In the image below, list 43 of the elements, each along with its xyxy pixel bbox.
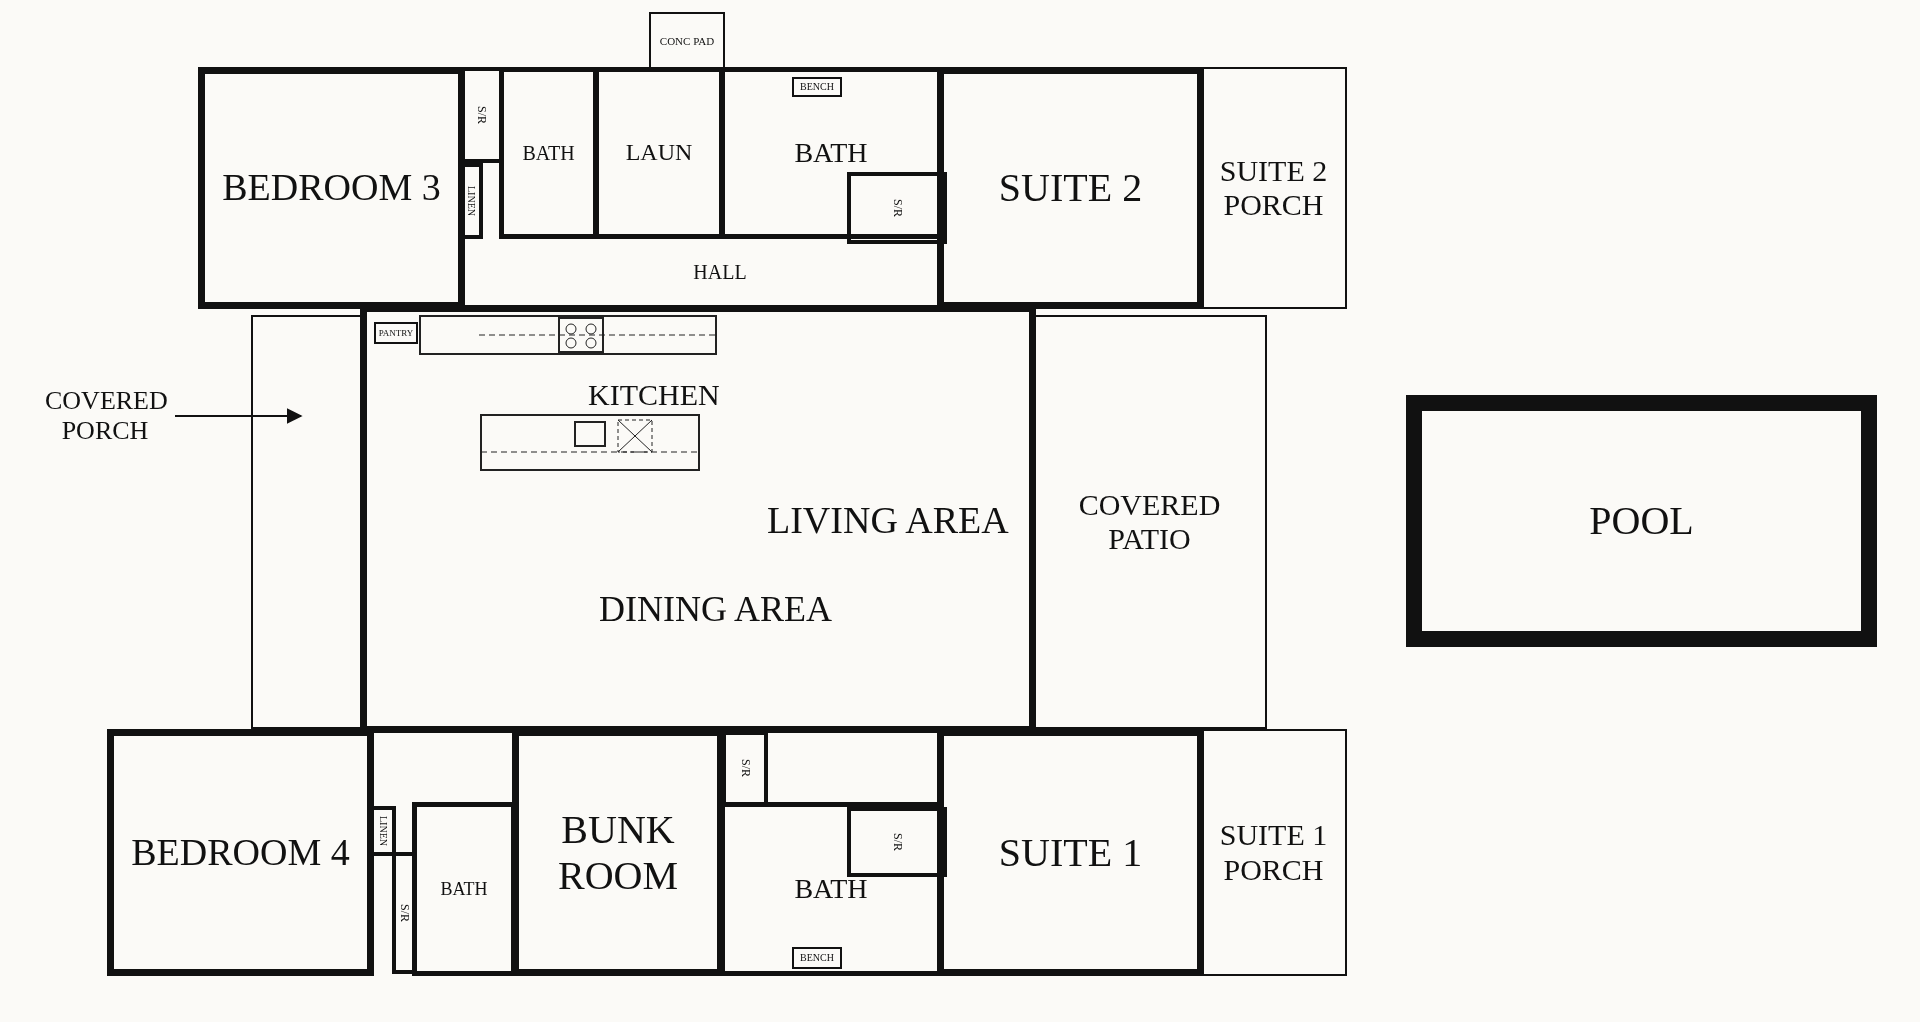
room-outline [107, 729, 374, 976]
room-label: COVERED PORCH [45, 386, 165, 446]
room-label: BATH [794, 136, 868, 170]
room-outline [937, 729, 1204, 976]
room-label: POOL [1589, 498, 1694, 544]
room-label: BATH [440, 878, 488, 900]
room-label: HALL [693, 260, 747, 284]
room-label: BENCH [800, 952, 834, 964]
room-label: PANTRY [378, 327, 414, 339]
room-label: CONC PAD [659, 34, 715, 48]
bench-outline [792, 947, 842, 969]
closet-label: S/R [474, 106, 488, 124]
closet-label: S/R [397, 904, 411, 922]
room-label: BEDROOM 4 [131, 830, 350, 875]
arrow [174, 408, 303, 424]
room-label: SUITE 2 [998, 165, 1143, 211]
room-label: SUITE 1 PORCH [1218, 818, 1329, 887]
closet-outline [847, 807, 947, 877]
room-label: COVERED PATIO [1077, 487, 1222, 557]
room-label: LIVING AREA [767, 500, 1009, 542]
closet-label: LINEN [465, 186, 477, 216]
closet-label: LINEN [377, 816, 389, 846]
room-label: BATH [522, 141, 575, 165]
closet-label: S/R [890, 199, 904, 217]
bench-outline [792, 77, 842, 97]
pool-outline [1406, 395, 1877, 647]
room-label: BENCH [800, 81, 834, 93]
room-label: BATH [794, 872, 868, 906]
room-label: KITCHEN [588, 378, 720, 411]
room-outline [198, 67, 465, 309]
pad-outline [649, 12, 725, 68]
closet-outline [847, 172, 947, 244]
room-label: BEDROOM 3 [222, 166, 441, 210]
room-label: DINING AREA [599, 590, 832, 630]
closet-label: S/R [738, 759, 752, 778]
room-label: LAUN [625, 139, 693, 167]
room-label: SUITE 2 PORCH [1218, 153, 1329, 223]
room-outline [937, 67, 1204, 309]
open-plan-outline [360, 305, 1036, 733]
closet-label: S/R [890, 833, 904, 851]
pantry-outline [374, 322, 418, 344]
room-label: SUITE 1 [998, 829, 1143, 876]
room-label: BUNK ROOM [557, 806, 679, 899]
